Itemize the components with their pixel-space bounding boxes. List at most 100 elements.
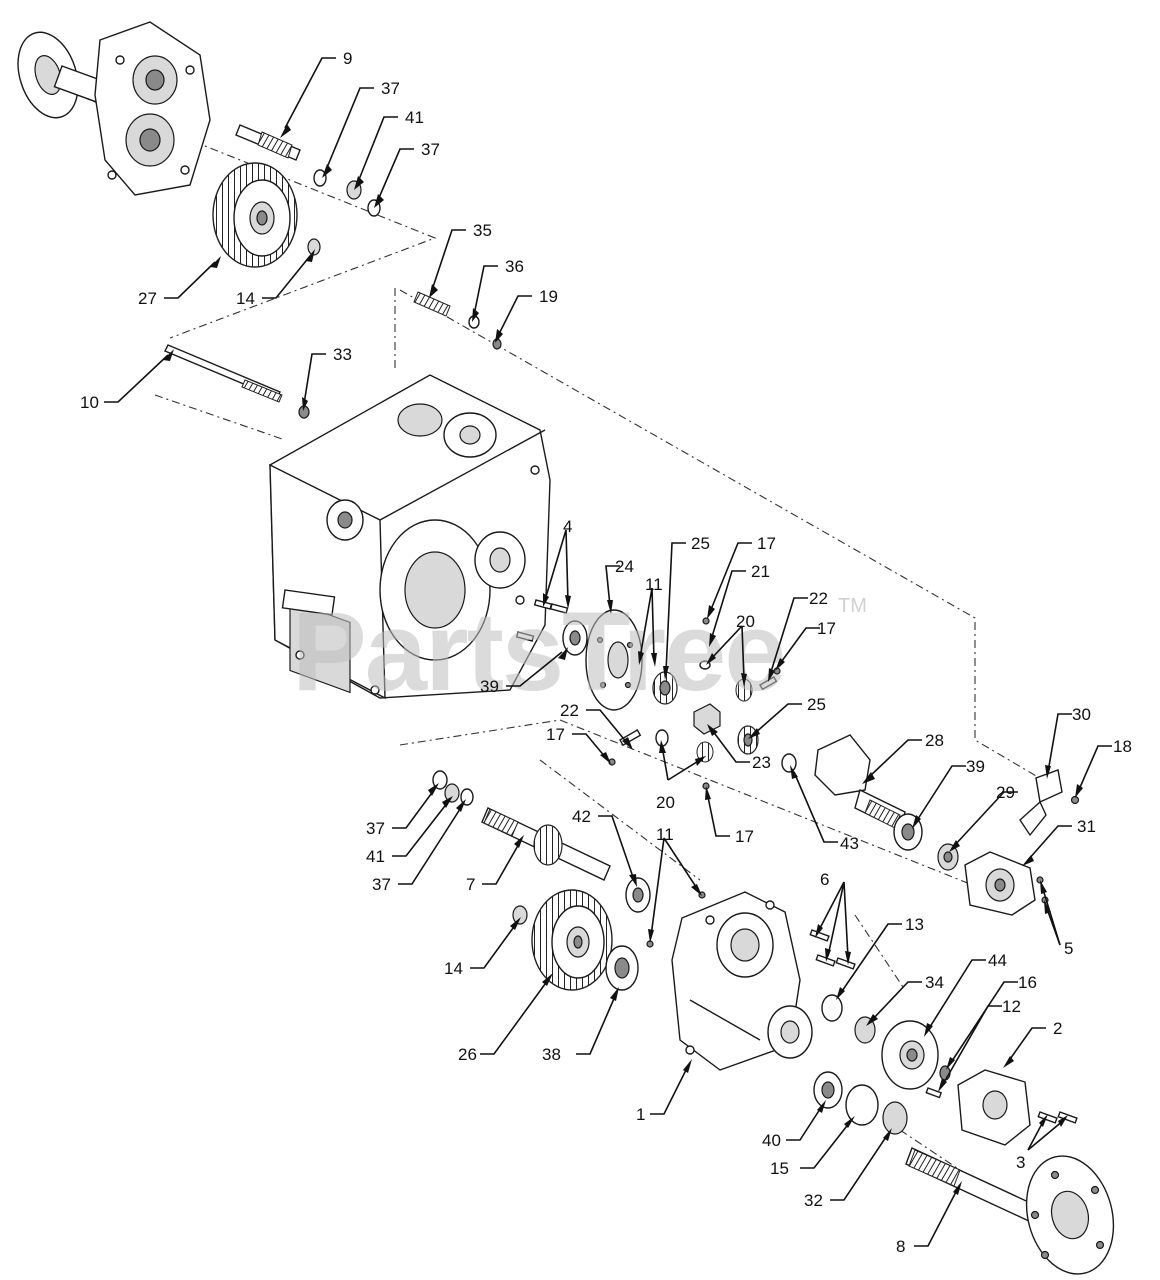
callout-37-c: 37 bbox=[366, 783, 439, 838]
callout-11-b: 11 bbox=[648, 825, 702, 943]
callout-13: 13 bbox=[836, 915, 924, 1000]
svg-text:11: 11 bbox=[656, 825, 674, 844]
svg-text:2: 2 bbox=[1053, 1019, 1062, 1038]
svg-text:21: 21 bbox=[751, 562, 770, 581]
svg-text:16: 16 bbox=[1018, 973, 1037, 992]
differential-plate-24 bbox=[585, 609, 643, 711]
bearing-40 bbox=[813, 1071, 843, 1109]
pinion-gear-20-lower bbox=[696, 741, 714, 763]
svg-text:20: 20 bbox=[656, 793, 675, 812]
callout-17-a: 17 bbox=[707, 534, 776, 619]
bushing-14-upper bbox=[307, 238, 321, 256]
bushing-14-lower bbox=[512, 905, 528, 925]
callout-20-a: 20 bbox=[706, 612, 755, 687]
callout-15: 15 bbox=[770, 1116, 855, 1178]
watermark-text: PartsTree bbox=[292, 589, 785, 714]
callout-30: 30 bbox=[1045, 705, 1091, 779]
svg-text:9: 9 bbox=[343, 49, 352, 68]
callout-3: 3 bbox=[1016, 1114, 1068, 1172]
callout-9: 9 bbox=[280, 49, 352, 138]
shift-fork-28 bbox=[814, 734, 906, 831]
callout-10: 10 bbox=[80, 349, 174, 412]
svg-text:38: 38 bbox=[542, 1045, 561, 1064]
callout-17-c: 17 bbox=[546, 725, 611, 764]
callout-8: 8 bbox=[896, 1181, 962, 1256]
svg-text:18: 18 bbox=[1113, 737, 1132, 756]
svg-text:29: 29 bbox=[996, 783, 1015, 802]
callout-20-b: 20 bbox=[656, 740, 706, 812]
seal-16 bbox=[939, 1065, 951, 1081]
callout-11-a: 11 bbox=[638, 575, 663, 667]
svg-text:4: 4 bbox=[563, 517, 572, 536]
callout-7: 7 bbox=[466, 835, 524, 894]
svg-text:34: 34 bbox=[925, 973, 944, 992]
svg-text:22: 22 bbox=[560, 701, 579, 720]
callout-44: 44 bbox=[924, 951, 1007, 1037]
callout-27: 27 bbox=[138, 256, 221, 308]
pin-12 bbox=[925, 1087, 943, 1099]
svg-text:3: 3 bbox=[1016, 1153, 1025, 1172]
callout-24: 24 bbox=[605, 557, 634, 614]
svg-text:39: 39 bbox=[966, 757, 985, 776]
callout-41-a: 41 bbox=[354, 108, 424, 190]
bearing-39-left bbox=[562, 620, 588, 656]
callout-28: 28 bbox=[862, 731, 944, 784]
pin-22-upper bbox=[759, 676, 778, 691]
callout-41-b: 41 bbox=[366, 796, 453, 866]
svg-text:5: 5 bbox=[1064, 939, 1073, 958]
svg-text:35: 35 bbox=[473, 221, 492, 240]
callout-29: 29 bbox=[949, 783, 1018, 852]
bearing-38 bbox=[605, 945, 639, 991]
svg-text:26: 26 bbox=[458, 1045, 477, 1064]
svg-text:7: 7 bbox=[466, 875, 475, 894]
svg-text:15: 15 bbox=[770, 1159, 789, 1178]
svg-text:32: 32 bbox=[804, 1191, 823, 1210]
callout-35: 35 bbox=[429, 221, 492, 298]
main-transaxle-case bbox=[269, 374, 551, 700]
callout-37-d: 37 bbox=[372, 799, 466, 894]
callout-22-b: 22 bbox=[560, 701, 633, 750]
callout-2: 2 bbox=[1003, 1019, 1062, 1068]
callouts: 9 37 41 37 27 14 35 36 bbox=[80, 49, 1132, 1256]
svg-text:8: 8 bbox=[896, 1237, 905, 1256]
svg-text:37: 37 bbox=[366, 819, 385, 838]
upper-housing-cover bbox=[17, 21, 211, 196]
clip-17-top bbox=[702, 617, 710, 625]
svg-text:41: 41 bbox=[405, 108, 424, 127]
callout-17-b: 17 bbox=[775, 619, 836, 671]
svg-text:44: 44 bbox=[988, 951, 1007, 970]
svg-text:12: 12 bbox=[1002, 997, 1021, 1016]
svg-text:36: 36 bbox=[505, 257, 524, 276]
axle-shaft-8 bbox=[905, 1147, 1115, 1275]
callout-22-a: 22 bbox=[768, 589, 828, 682]
callout-23: 23 bbox=[707, 724, 771, 772]
callout-14-a: 14 bbox=[236, 249, 315, 308]
svg-text:40: 40 bbox=[762, 1131, 781, 1150]
callout-32: 32 bbox=[804, 1128, 892, 1210]
o-ring-13 bbox=[821, 994, 843, 1022]
svg-text:37: 37 bbox=[381, 79, 400, 98]
callout-39-b: 39 bbox=[912, 757, 985, 829]
assembly-axis-lines bbox=[59, 87, 1061, 1171]
svg-text:11: 11 bbox=[645, 575, 663, 594]
svg-text:25: 25 bbox=[691, 534, 710, 553]
svg-text:14: 14 bbox=[444, 959, 463, 978]
callout-19: 19 bbox=[495, 287, 558, 343]
callout-36: 36 bbox=[472, 257, 524, 322]
svg-text:30: 30 bbox=[1072, 705, 1091, 724]
svg-text:41: 41 bbox=[366, 847, 385, 866]
callout-39-a: 39 bbox=[480, 647, 568, 696]
input-shaft-9 bbox=[235, 124, 301, 161]
callout-43: 43 bbox=[790, 765, 859, 853]
callout-37-b: 37 bbox=[374, 140, 440, 208]
partstree-watermark: PartsTree TM bbox=[292, 589, 867, 714]
shift-lever-30 bbox=[1019, 769, 1063, 837]
callout-18: 18 bbox=[1075, 737, 1132, 798]
callout-37-a: 37 bbox=[322, 79, 400, 178]
svg-text:43: 43 bbox=[840, 834, 859, 853]
snap-ring-41-lower bbox=[444, 783, 460, 803]
side-cover-31 bbox=[964, 851, 1036, 916]
spider-block-23 bbox=[693, 703, 721, 735]
spring-35 bbox=[413, 291, 451, 317]
